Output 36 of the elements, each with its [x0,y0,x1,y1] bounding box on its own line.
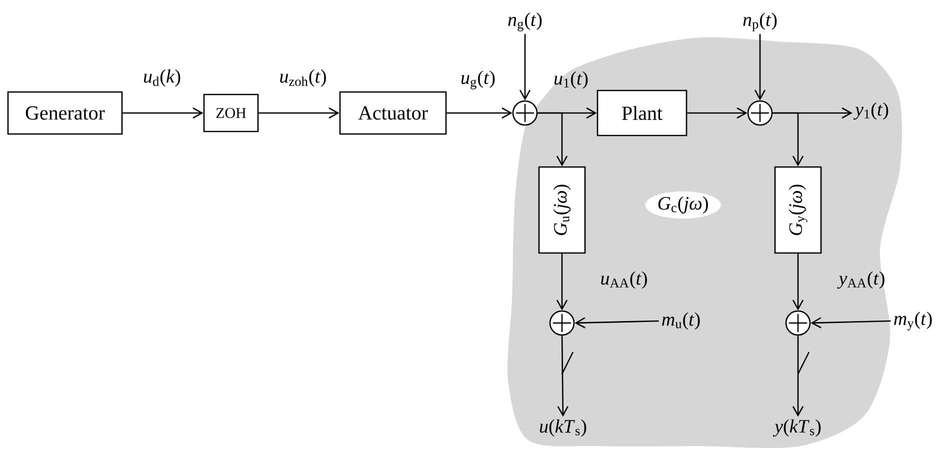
arrow [556,254,568,310]
signal-label: n$_{g}$(t) [508,12,542,32]
arrow [754,34,766,100]
signal-label: u(kT$_{s}$) [540,419,586,437]
signal-label: n$_{p}$(t) [743,12,777,32]
edge-label: u$_{d}$(k) [144,69,180,87]
arrow [574,317,659,328]
edge-label: u$_{g}$(t) [461,70,495,90]
region-label: G$_{c}$(jω) [645,191,721,219]
signal-label: m$_{y}$(t) [894,312,932,330]
arrow [687,107,748,119]
summing-junction [747,100,773,126]
block-box: Actuator [339,91,447,135]
block-box: ZOH [203,94,259,132]
arrow [810,317,891,328]
arrow [792,336,804,417]
arrow [792,254,804,310]
edge-label: u$_{zoh}$(t) [280,69,326,87]
arrow [258,107,340,119]
arrow [519,34,531,100]
block-box: Generator [7,91,123,135]
signal-label: y$_{1}$(t) [853,102,888,120]
edge-label: y$_{AA}$(t) [837,271,884,289]
arrow [772,112,804,166]
arrow [446,107,512,119]
signal-label: y(kT$_{s}$) [772,419,821,437]
arrow [122,107,204,119]
summing-junction [512,100,538,126]
edge-label: u$_{AA}$(t) [601,271,647,289]
summing-junction [785,310,811,336]
signal-label: m$_{u}$(t) [662,312,700,330]
arrow [557,336,568,417]
summing-junction [549,310,575,336]
block-box: Plant [596,90,688,136]
edge-label: u$_{1}$(t) [554,71,588,89]
arrow [538,112,568,166]
